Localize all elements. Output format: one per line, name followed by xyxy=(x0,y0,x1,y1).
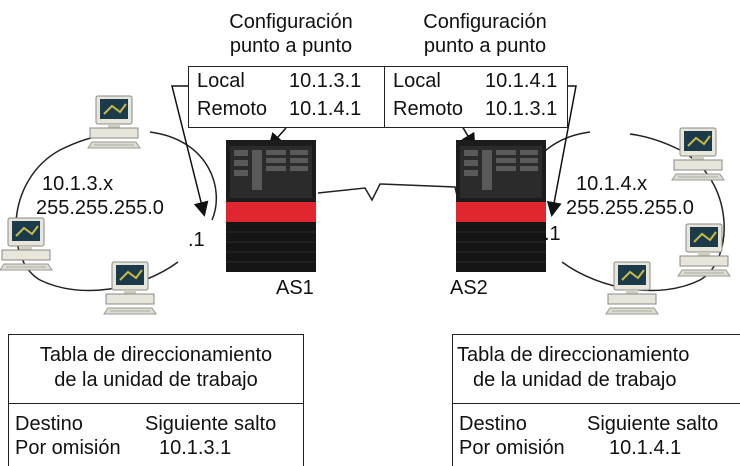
right-table-divider xyxy=(453,403,740,404)
right-network-address: 10.1.4.x xyxy=(576,173,648,195)
arrow-left-to-lan xyxy=(171,85,209,217)
left-routing-table: Tabla de direccionamiento de la unidad d… xyxy=(8,334,304,466)
left-row-destination: Por omisión xyxy=(15,437,121,459)
left-gateway-suffix: .1 xyxy=(188,229,205,251)
right-col-next-hop: Siguiente salto xyxy=(587,413,719,435)
right-row-destination: Por omisión xyxy=(459,437,565,459)
workstation-icon xyxy=(605,261,659,315)
right-remote-label: Remoto xyxy=(393,98,464,120)
as1-label: AS1 xyxy=(276,277,314,299)
right-local-label: Local xyxy=(393,70,441,92)
left-local-label: Local xyxy=(197,70,245,92)
right-local-row: Local 10.1.4.1 xyxy=(393,70,557,93)
left-subnet-mask: 255.255.255.0 xyxy=(36,197,164,219)
right-remote-value: 10.1.3.1 xyxy=(485,98,558,120)
left-local-value: 10.1.3.1 xyxy=(289,70,362,92)
arrow-right-to-lan xyxy=(546,85,577,217)
left-table-title: Tabla de direccionamiento xyxy=(39,344,273,366)
right-config-title: Configuración punto a punto xyxy=(423,11,547,57)
left-col-next-hop: Siguiente salto xyxy=(145,413,277,435)
left-remote-label: Remoto xyxy=(197,98,268,120)
right-routing-table: Tabla de direccionamiento de la unidad d… xyxy=(452,334,740,466)
right-table-subtitle: de la unidad de trabajo xyxy=(473,369,677,391)
left-table-divider xyxy=(9,403,303,404)
ppp-link xyxy=(317,183,459,202)
right-local-value: 10.1.4.1 xyxy=(485,70,558,92)
as2-label: AS2 xyxy=(450,277,488,299)
left-col-destination: Destino xyxy=(15,413,83,435)
as1-server-icon xyxy=(225,139,317,273)
left-remote-row: Remoto 10.1.4.1 xyxy=(197,98,361,121)
left-table-subtitle: de la unidad de trabajo xyxy=(54,369,258,391)
workstation-icon xyxy=(0,217,53,271)
right-col-destination: Destino xyxy=(459,413,527,435)
right-remote-row: Remoto 10.1.3.1 xyxy=(393,98,557,121)
workstation-icon xyxy=(87,95,141,149)
right-table-title: Tabla de direccionamiento xyxy=(457,344,690,366)
right-row-next-hop: 10.1.4.1 xyxy=(609,437,682,459)
workstation-icon xyxy=(671,127,725,181)
left-config-title: Configuración punto a punto xyxy=(229,11,353,57)
right-ppp-config-box: Local 10.1.4.1 Remoto 10.1.3.1 xyxy=(384,66,568,128)
left-remote-value: 10.1.4.1 xyxy=(289,98,362,120)
as2-server-icon xyxy=(455,139,547,273)
right-subnet-mask: 255.255.255.0 xyxy=(566,197,694,219)
left-network-address: 10.1.3.x xyxy=(42,173,114,195)
left-ppp-config-box: Local 10.1.3.1 Remoto 10.1.4.1 xyxy=(188,66,386,128)
left-local-row: Local 10.1.3.1 xyxy=(197,70,361,93)
left-row-next-hop: 10.1.3.1 xyxy=(159,437,232,459)
right-gateway-suffix: .1 xyxy=(544,223,561,245)
workstation-icon xyxy=(677,223,731,277)
workstation-icon xyxy=(103,261,157,315)
